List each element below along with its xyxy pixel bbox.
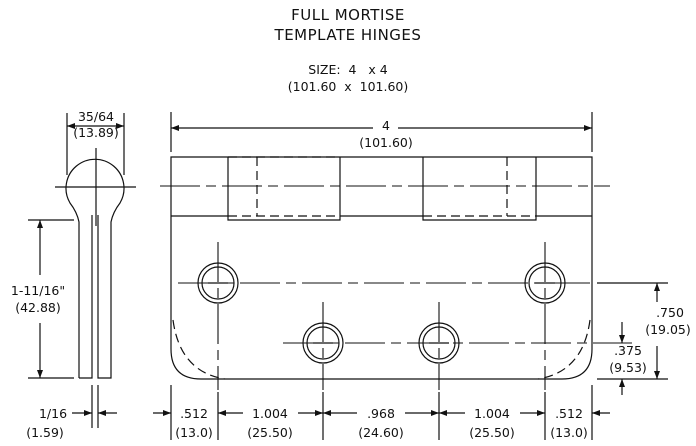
width-mm: (101.60) — [359, 135, 413, 150]
screw-hole — [418, 322, 460, 364]
screw-hole — [197, 262, 239, 304]
hole-offset-dimensions: .750 (19.05) .375 (9.53) — [597, 282, 691, 395]
bottom-dim-4-mm: (25.50) — [469, 425, 515, 440]
leaf-height-mm: (42.88) — [15, 300, 61, 315]
screw-hole — [302, 322, 344, 364]
title-line-1: FULL MORTISE — [291, 6, 405, 24]
thickness-in: 1/16 — [39, 406, 67, 421]
bottom-dimensions: .512 (13.0) 1.004 (25.50) .968 (24.60) 1… — [153, 385, 610, 440]
size-line-2: (101.60 x 101.60) — [288, 79, 409, 94]
knuckle-diameter-mm: (13.89) — [73, 125, 119, 140]
title-line-2: TEMPLATE HINGES — [274, 26, 422, 44]
bottom-dim-5-in: .512 — [555, 406, 583, 421]
size-line-1: SIZE: 4 x 4 — [308, 62, 387, 77]
thickness-mm: (1.59) — [26, 425, 64, 440]
width-in: 4 — [382, 118, 390, 133]
knuckle-diameter-in: 35/64 — [78, 109, 114, 124]
hinge-leaf-front-view — [160, 156, 632, 390]
bottom-dim-3-in: .968 — [367, 406, 395, 421]
bottom-dim-1-in: .512 — [180, 406, 208, 421]
leaf-height-in: 1-11/16" — [11, 283, 65, 298]
bottom-dim-1-mm: (13.0) — [175, 425, 213, 440]
bottom-dim-2-in: 1.004 — [252, 406, 288, 421]
bottom-dim-2-mm: (25.50) — [247, 425, 293, 440]
lower-offset-in: .375 — [614, 343, 642, 358]
bottom-dim-5-mm: (13.0) — [550, 425, 588, 440]
upper-offset-mm: (19.05) — [645, 322, 691, 337]
lower-offset-mm: (9.53) — [609, 360, 647, 375]
width-dimension: 4 (101.60) — [170, 112, 593, 152]
hinge-side-view: 35/64 (13.89) 1-11/16" (42.88) 1/16 (1.5… — [11, 109, 136, 440]
bottom-dim-3-mm: (24.60) — [358, 425, 404, 440]
screw-hole — [524, 262, 566, 304]
upper-offset-in: .750 — [656, 305, 684, 320]
bottom-dim-4-in: 1.004 — [474, 406, 510, 421]
